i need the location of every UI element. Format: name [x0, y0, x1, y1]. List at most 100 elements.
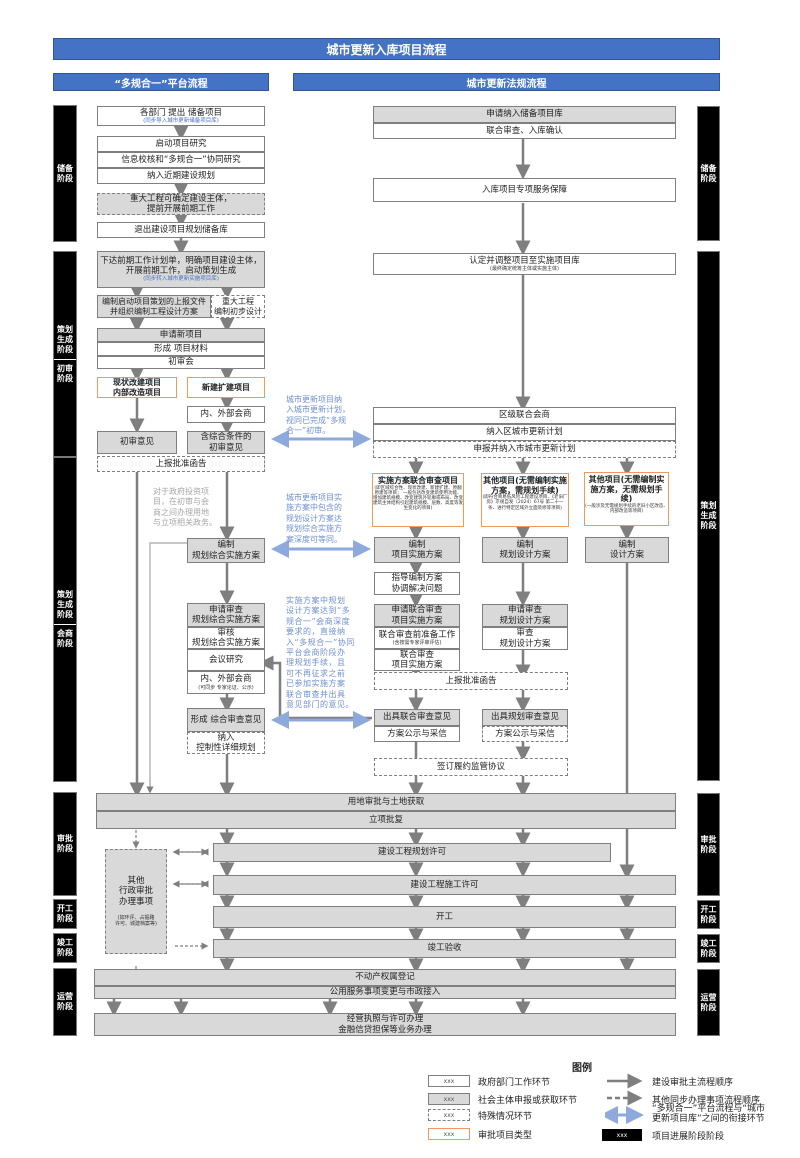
step-apply-review-comprehensive: 申请审查 规划综合实施方案	[187, 603, 265, 627]
step-report-approval-left: 上报批准函告	[97, 456, 265, 472]
step-text: 出具规划审查意见	[490, 712, 559, 723]
gov-investment-note: 对于政府投资项 目，在初审与会 商之间办理用地 与立项相关政务。	[153, 487, 217, 528]
page-title-text: 城市更新入库项目流程	[326, 42, 447, 57]
step-initial-meeting: 初审会	[97, 356, 265, 369]
step-subtext: (如环评、占掘路 许可、城建档案等)	[115, 914, 157, 927]
step-preliminary-design: 重大工程 编制初步设计	[211, 295, 265, 318]
stage-operate-left: 运营 阶段	[53, 968, 77, 1036]
type-renovation: 现状改建项目 内部改造项目	[97, 377, 177, 398]
r-compile-plan-design: 编制 规划设计方案	[482, 537, 568, 563]
step-text: 上报批准函告	[445, 675, 497, 686]
legend-type-swatch: xxx	[428, 1128, 470, 1140]
r-compile-design: 编制 设计方案	[585, 537, 669, 563]
note-plan-equivalent-initial: 城市更新项目纳 入城市更新计划， 视同已完成“多规 合一”初审。	[286, 395, 350, 436]
s-utility-access: 公用服务事项变更与市政接入	[94, 986, 676, 999]
legend-link-label: “多规合一”平台流程与“城市 更新项目库”之间的衔接环节	[652, 1104, 765, 1124]
stage-complete-right: 竣工 阶段	[697, 934, 720, 963]
step-text: 新建扩建项目	[202, 382, 250, 392]
legend-gov-swatch: xxx	[428, 1075, 470, 1087]
step-text: 申请联合审查 项目实施方案	[391, 605, 443, 626]
step-text: 内、外部会商	[200, 409, 252, 420]
s-business-license: 经营执照与许可办理 金融信贷担保等业务办理	[94, 1013, 676, 1036]
step-text: 初审意见	[119, 437, 154, 448]
r-compile-scheme: 编制 项目实施方案	[374, 537, 460, 563]
legend-special-label: 特殊情况环节	[478, 1112, 533, 1122]
step-text: 认定并调整项目至实施项目库	[469, 255, 580, 266]
step-text: 经营执照与许可办理 金融信贷担保等业务办理	[338, 1014, 432, 1035]
stage-approval-left: 审批 阶段	[53, 792, 77, 896]
step-text: 签订履约监管协议	[436, 761, 505, 772]
s-start-work: 开工	[213, 906, 676, 928]
step-text: 申报并纳入市城市更新计划	[473, 444, 576, 455]
step-text: 重大工程可确定建设主体， 提前开展前期工作	[129, 193, 232, 214]
type-title: 实施方案联合审查项目	[378, 476, 458, 485]
s-project-approval: 立项批复	[96, 811, 676, 829]
step-text: 联合审查前准备工作	[378, 629, 456, 640]
step-text: 建设工程施工许可	[410, 879, 479, 890]
step-text: 初审会	[168, 357, 194, 368]
step-issue-plan: 下达前期工作计划单，明确项目建设主体， 开展前期工作，启动策划生成(同步转入城市…	[97, 251, 265, 288]
stage-label: 开工 阶段	[57, 904, 73, 923]
step-consult-2: 内、外部会商(可同步 专家论证、公示)	[187, 671, 265, 694]
stage-label: 策划 生成 阶段	[700, 501, 717, 530]
step-text: 现状改建项目 内部改造项目	[113, 377, 161, 397]
legend-stage-label: 项目进展阶段阶段	[652, 1132, 725, 1142]
step-compile-comprehensive: 编制 规划综合实施方案	[187, 538, 265, 563]
r-sign-agreement: 签订履约监管协议	[374, 758, 568, 776]
step-text: 信息校核和“多规合一”协同研究	[121, 154, 241, 165]
stage-label: 竣工 阶段	[57, 938, 73, 957]
step-subtext: (最终确定统筹主体或实施主体)	[490, 266, 559, 273]
stage-label: 竣工 阶段	[700, 938, 717, 958]
step-exit-reserve: 退出建设项目规划储备库	[97, 222, 265, 238]
r-joint-prep: 联合审查前准备工作(含按需专家评审评估)	[374, 627, 460, 649]
step-text: 联合审查 项目实施方案	[391, 649, 443, 670]
type-title: 其他项目(无需编制实施方案，无需规划手续)	[588, 475, 665, 504]
step-text: 纳入近期建设规划	[146, 170, 215, 181]
legend-type-label: 审批项目类型	[478, 1131, 533, 1141]
stage-plan-right: 策划 生成 阶段	[697, 251, 720, 781]
step-text: 内、外部会商	[200, 674, 252, 685]
step-audit-comprehensive: 审核 规划综合实施方案	[187, 627, 265, 649]
stage-start-right: 开工 阶段	[697, 900, 720, 929]
type-subtext: (即符合简易低风险工程建设项目、《老旧厂房》京规自发〔2024〕67号 第二十一…	[482, 495, 568, 511]
page-title: 城市更新入库项目流程	[53, 38, 720, 60]
left-header: “多规合一”平台流程	[53, 73, 269, 91]
step-text: 申请审查 规划设计方案	[499, 605, 551, 626]
r-apply-joint-review: 申请联合审查 项目实施方案	[374, 604, 460, 627]
s-property-registration: 不动产权属登记	[94, 969, 676, 986]
stage-label: 策划 生成 阶段	[57, 590, 73, 619]
s-planning-permit: 建设工程规划许可	[213, 843, 611, 862]
step-apply-new: 申请新项目	[97, 328, 265, 342]
note-scheme-equivalent: 城市更新项目实 施方案中包含的 规划设计方案达 规划综合实施方 案深度可等同。	[286, 493, 342, 544]
stage-operate-right: 运营 阶段	[697, 969, 720, 1036]
s-land-approval: 用地审批与土地获取	[96, 793, 676, 811]
type-subtext: (一般涉及无需规划手续的老旧小区改造、内部改造等项目)	[585, 503, 668, 514]
stage-reserve-right: 储备 阶段	[697, 106, 720, 241]
s-other-approvals: 其他 行政审批 办理事项(如环评、占掘路 许可、城建档案等)	[105, 849, 167, 954]
step-meeting-research: 会议研究	[187, 649, 265, 671]
stage-reserve-left: 储备 阶段	[53, 105, 77, 242]
step-text: 出具联合审查意见	[382, 712, 451, 723]
r-joint-review: 联合审查、入库确认	[373, 123, 676, 139]
step-major-project: 重大工程可确定建设主体， 提前开展前期工作	[97, 193, 265, 215]
step-text: 下达前期工作计划单，明确项目建设主体， 开展前期工作，启动策划生成	[100, 256, 262, 277]
s-construction-permit: 建设工程施工许可	[213, 875, 676, 895]
step-text: 联合审查、入库确认	[486, 125, 563, 136]
r-publicity-2: 方案公示与采信	[482, 726, 568, 742]
stage-label: 审批 阶段	[700, 834, 717, 854]
type-other-no-plan: 其他项目(无需编制实施方案，无需规划手续)(一般涉及无需规划手续的老旧小区改造、…	[584, 472, 669, 526]
step-text: 启动项目研究	[155, 138, 207, 149]
left-header-text: “多规合一”平台流程	[114, 78, 208, 90]
stage-label: 初审 阶段	[57, 363, 73, 383]
r-service-guarantee: 入库项目专项服务保障	[373, 178, 676, 202]
step-near-term-plan: 纳入近期建设规划	[97, 168, 265, 184]
stage-approval-right: 审批 阶段	[697, 793, 720, 896]
step-text: 公用服务事项变更与市政接入	[329, 987, 441, 998]
step-form-materials: 形成 项目材料	[97, 342, 265, 356]
r-city-plan: 申报并纳入市城市更新计划	[373, 441, 676, 458]
step-text: 开工	[435, 911, 453, 922]
stage-complete-left: 竣工 阶段	[53, 933, 77, 963]
step-text: 形成 项目材料	[154, 343, 208, 354]
step-text: 审核 规划综合实施方案	[191, 627, 260, 648]
legend-main-flow-label: 建设审批主流程顺序	[652, 1078, 734, 1088]
